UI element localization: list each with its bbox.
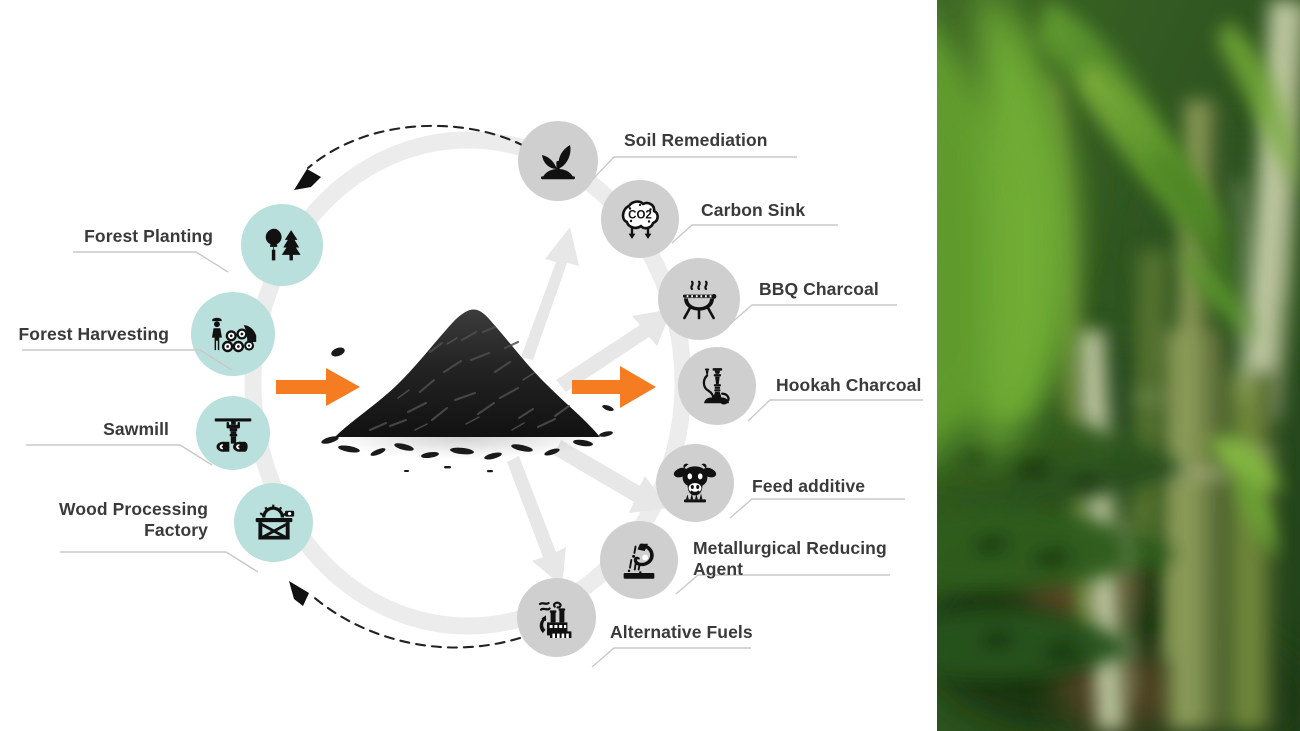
label-alternative-fuels: Alternative Fuels	[610, 622, 753, 642]
label-metallurgical-reducing-agent: Metallurgical Reducing Agent	[693, 538, 887, 579]
label-carbon-sink: Carbon Sink	[701, 200, 806, 220]
label-forest-harvesting: Forest Harvesting	[18, 324, 169, 344]
co2-cloud-icon: CO2	[616, 196, 664, 242]
sawmill-icon	[211, 411, 255, 455]
bbq-grill-icon	[675, 275, 723, 323]
node-feed-additive[interactable]	[656, 444, 734, 522]
svg-text:CO2: CO2	[628, 210, 652, 222]
node-alternative-fuels[interactable]	[517, 578, 596, 657]
input-flow-arrow	[276, 368, 360, 406]
sawbench-icon	[250, 501, 298, 545]
trees-icon	[259, 222, 305, 268]
label-hookah-charcoal: Hookah Charcoal	[776, 375, 922, 395]
radiating-arrows	[507, 227, 672, 586]
hookah-icon	[694, 363, 740, 409]
factory-icon	[533, 595, 581, 641]
label-sawmill: Sawmill	[103, 419, 169, 439]
diagram-graphics-layer	[244, 124, 692, 649]
node-carbon-sink[interactable]: CO2	[601, 180, 679, 258]
recycle-arrow-top	[294, 124, 526, 190]
node-bbq-charcoal[interactable]	[658, 258, 740, 340]
label-forest-planting: Forest Planting	[84, 226, 213, 246]
logger-logs-icon	[208, 312, 258, 356]
label-feed-additive: Feed additive	[752, 476, 866, 496]
node-forest-harvesting[interactable]	[191, 292, 275, 376]
cycle-diagram: CO2	[18, 121, 923, 668]
recycle-arrow-bottom	[289, 581, 522, 649]
node-soil-remediation[interactable]	[518, 121, 598, 201]
label-bbq-charcoal: BBQ Charcoal	[759, 279, 879, 299]
output-flow-arrow	[572, 366, 656, 408]
node-sawmill[interactable]	[196, 396, 270, 470]
cow-head-icon	[671, 460, 719, 506]
label-soil-remediation: Soil Remediation	[624, 130, 768, 150]
charcoal-pile	[321, 309, 614, 473]
label-wood-processing-factory: Wood Processing Factory	[59, 499, 208, 540]
molten-pour-icon	[616, 537, 662, 583]
node-forest-planting[interactable]	[241, 204, 323, 286]
bamboo-grove-photo	[937, 0, 1300, 731]
sprout-icon	[534, 139, 582, 183]
node-metallurgical-reducing-agent[interactable]	[600, 521, 678, 599]
node-wood-processing-factory[interactable]	[234, 483, 313, 562]
node-hookah-charcoal[interactable]	[678, 347, 756, 425]
